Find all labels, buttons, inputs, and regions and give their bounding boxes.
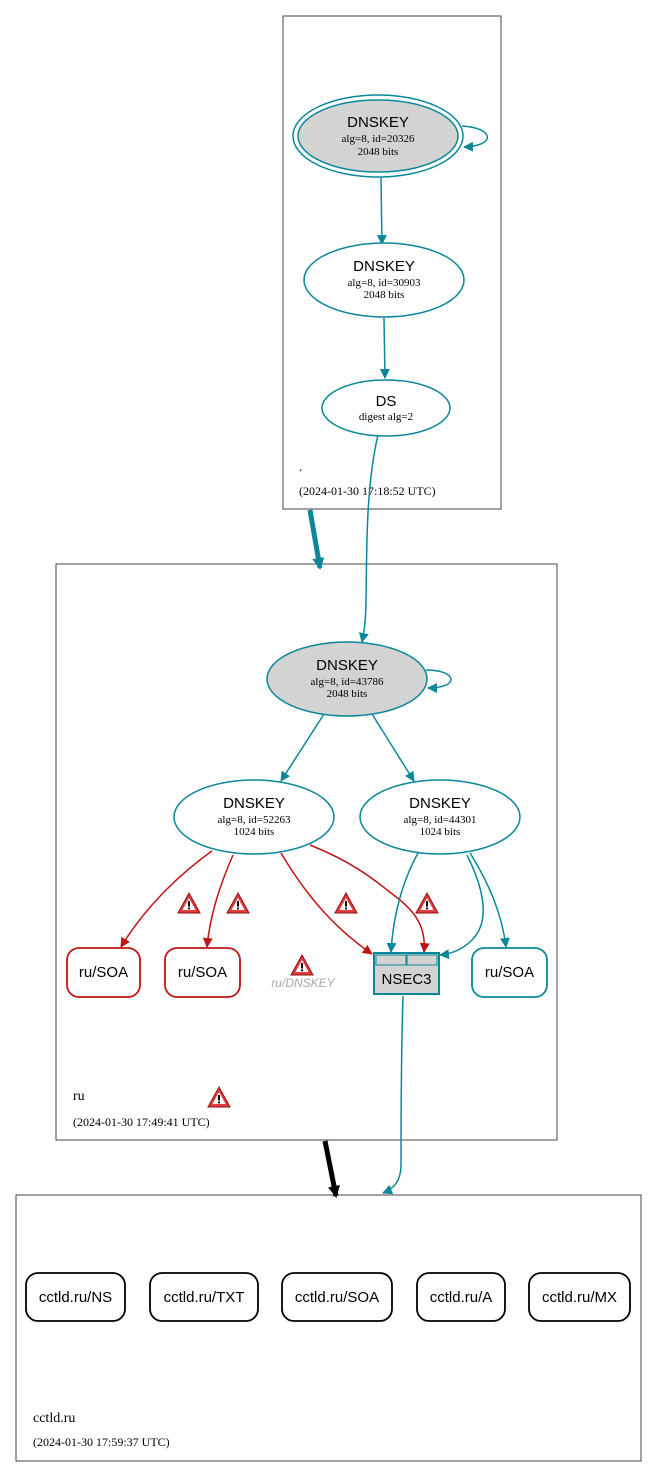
node-ru-soa-3[interactable]: ru/SOA bbox=[471, 947, 548, 998]
node-ru-zsk-44301[interactable]: DNSKEY alg=8, id=44301 1024 bits bbox=[359, 779, 521, 855]
node-label: cctld.ru/SOA bbox=[295, 1289, 379, 1306]
node-title: DS bbox=[376, 393, 397, 410]
node-ru-dnskey-missing[interactable]: ru/DNSKEY bbox=[271, 976, 335, 990]
zone-root-timestamp: (2024-01-30 17:18:52 UTC) bbox=[299, 484, 436, 498]
node-detail: digest alg=2 bbox=[359, 411, 413, 423]
zone-ru: ru (2024-01-30 17:49:41 UTC) bbox=[55, 563, 558, 1141]
node-detail: 2048 bits bbox=[327, 688, 368, 700]
node-root-ds[interactable]: DS digest alg=2 bbox=[321, 379, 451, 437]
warning-icon bbox=[415, 892, 439, 914]
node-label: ru/SOA bbox=[178, 964, 227, 981]
node-ru-zsk-52263[interactable]: DNSKEY alg=8, id=52263 1024 bits bbox=[173, 779, 335, 855]
node-ru-ksk[interactable]: DNSKEY alg=8, id=43786 2048 bits bbox=[266, 641, 428, 717]
edges bbox=[120, 125, 510, 1198]
zone-ru-name: ru bbox=[73, 1089, 85, 1104]
node-cctld-txt[interactable]: cctld.ru/TXT bbox=[149, 1272, 259, 1322]
node-detail: 1024 bits bbox=[234, 826, 275, 838]
node-ru-soa-2[interactable]: ru/SOA bbox=[164, 947, 241, 998]
node-detail: 2048 bits bbox=[358, 146, 399, 158]
node-title: DNSKEY bbox=[409, 795, 471, 812]
node-cctld-mx[interactable]: cctld.ru/MX bbox=[528, 1272, 631, 1322]
node-ru-soa-1[interactable]: ru/SOA bbox=[66, 947, 141, 998]
zone-cctld-name: cctld.ru bbox=[33, 1411, 75, 1426]
node-root-zsk[interactable]: DNSKEY alg=8, id=30903 2048 bits bbox=[303, 242, 465, 318]
node-label: cctld.ru/TXT bbox=[164, 1289, 245, 1306]
warning-icon bbox=[177, 892, 201, 914]
zone-ru-timestamp: (2024-01-30 17:49:41 UTC) bbox=[73, 1115, 210, 1129]
node-cctld-a[interactable]: cctld.ru/A bbox=[416, 1272, 506, 1322]
node-cctld-ns[interactable]: cctld.ru/NS bbox=[25, 1272, 126, 1322]
node-label: cctld.ru/MX bbox=[542, 1289, 617, 1306]
node-detail: alg=8, id=43786 bbox=[311, 676, 384, 688]
warning-icon bbox=[207, 1086, 231, 1108]
node-detail: alg=8, id=52263 bbox=[218, 814, 291, 826]
node-title: DNSKEY bbox=[223, 795, 285, 812]
zone-cctld: cctld.ru (2024-01-30 17:59:37 UTC) bbox=[15, 1194, 642, 1462]
node-title: DNSKEY bbox=[353, 258, 415, 275]
node-detail: alg=8, id=44301 bbox=[404, 814, 477, 826]
warning-icon bbox=[226, 892, 250, 914]
node-title: DNSKEY bbox=[347, 114, 409, 131]
warning-icon bbox=[334, 892, 358, 914]
node-root-ksk[interactable]: DNSKEY alg=8, id=20326 2048 bits bbox=[292, 94, 464, 178]
node-label: cctld.ru/A bbox=[430, 1289, 493, 1306]
node-detail: 2048 bits bbox=[364, 289, 405, 301]
zone-cctld-timestamp: (2024-01-30 17:59:37 UTC) bbox=[33, 1435, 170, 1449]
node-title: DNSKEY bbox=[316, 657, 378, 674]
node-detail: 1024 bits bbox=[420, 826, 461, 838]
warning-icon bbox=[290, 954, 314, 976]
node-label: ru/SOA bbox=[79, 964, 128, 981]
zone-root: . (2024-01-30 17:18:52 UTC) bbox=[282, 15, 502, 510]
node-detail: alg=8, id=20326 bbox=[342, 133, 415, 145]
node-cctld-soa[interactable]: cctld.ru/SOA bbox=[281, 1272, 393, 1322]
node-label: NSEC3 bbox=[381, 971, 431, 988]
node-detail: alg=8, id=30903 bbox=[348, 277, 421, 289]
node-nsec3[interactable]: NSEC3 bbox=[373, 952, 440, 995]
node-label: cctld.ru/NS bbox=[39, 1289, 112, 1306]
node-label: ru/DNSKEY bbox=[271, 976, 335, 990]
node-label: ru/SOA bbox=[485, 964, 534, 981]
zone-root-name: . bbox=[299, 459, 302, 474]
